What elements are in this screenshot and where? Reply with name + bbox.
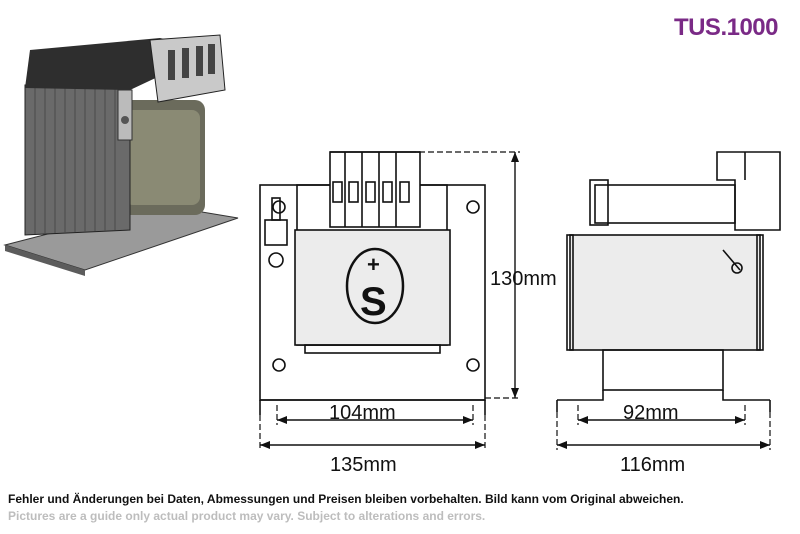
product-title: TUS.1000 — [673, 14, 779, 41]
logo-symbol: + — [367, 252, 380, 277]
disclaimer-german: Fehler und Änderungen bei Daten, Abmessu… — [8, 492, 684, 506]
dim-mount-width-label: 104mm — [329, 402, 396, 424]
dim-total-depth-label: 116mm — [620, 454, 685, 476]
disclaimer-english: Pictures are a guide only actual product… — [8, 509, 486, 523]
dim-height-label: 130mm — [490, 268, 557, 290]
logo-letter: S — [360, 280, 387, 324]
dim-mount-depth-label: 92mm — [623, 402, 679, 424]
dim-total-width-label: 135mm — [330, 454, 397, 476]
technical-drawing: 130mm 104mm 135mm 92mm 116mm + S — [259, 151, 781, 476]
product-photo — [3, 34, 239, 276]
